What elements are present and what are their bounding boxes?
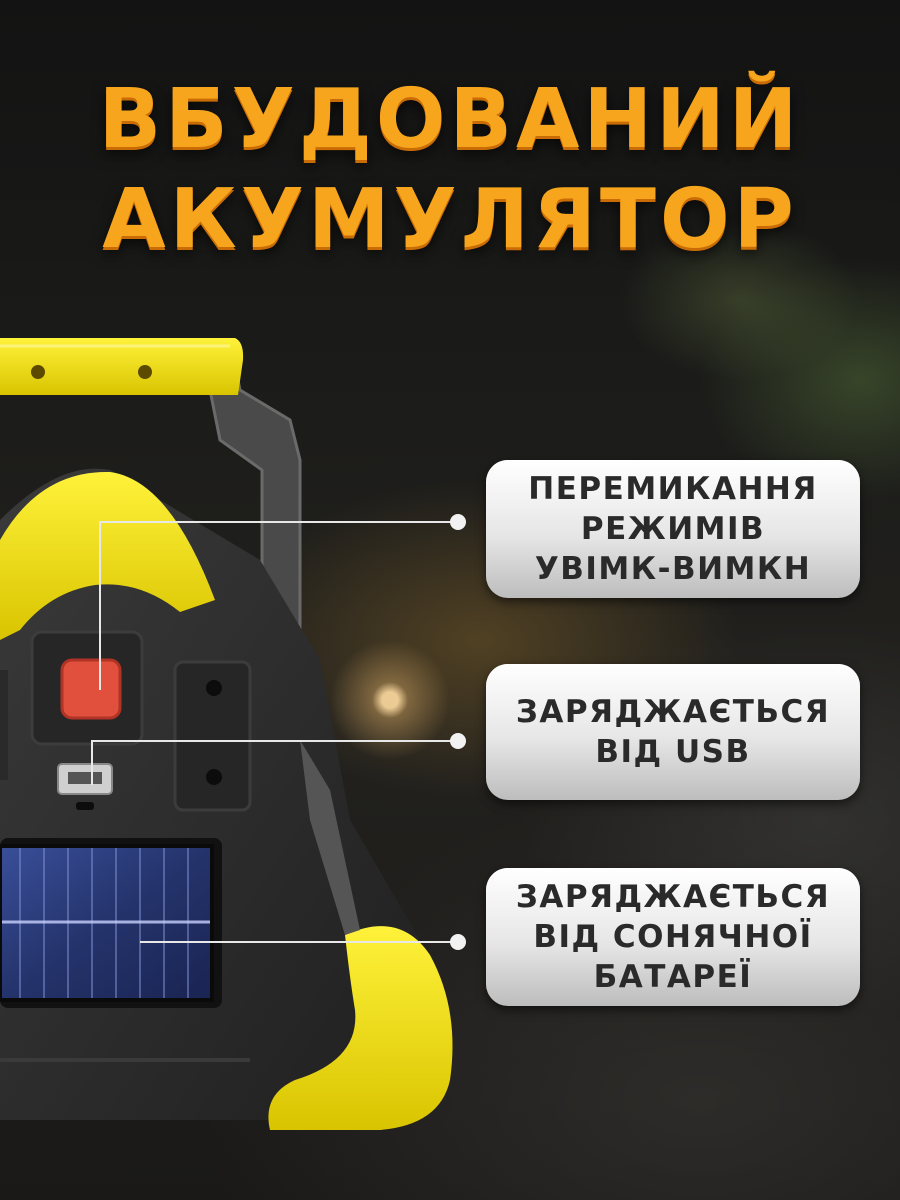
callout-line: ВІД USB [595,734,751,770]
indicator-hole-icon [206,680,222,696]
connector-power [99,521,456,690]
headline-line-1: ВБУДОВАНИЙ [98,72,802,167]
callout-mode-switch: ПЕРЕМИКАННЯ РЕЖИМІВ УВІМК-ВИМКН [486,460,860,598]
callout-line: ПЕРЕМИКАННЯ [528,471,818,507]
connector-dot-icon [450,733,466,749]
power-button[interactable] [60,658,122,720]
control-panel [0,630,252,812]
micro-usb-port-icon [76,802,94,810]
callout-line: БАТАРЕЇ [593,959,753,995]
connector-dot-icon [450,514,466,530]
handle-screw-icon [138,365,152,379]
callout-line: ЗАРЯДЖАЄТЬСЯ [515,879,831,915]
callout-line: ЗАРЯДЖАЄТЬСЯ [515,694,831,730]
callout-line: ВІД СОНЯЧНОЇ [533,919,813,955]
callout-connectors [91,521,456,943]
connector-dot-icon [450,934,466,950]
handle-screw-icon [31,365,45,379]
headline: ВБУДОВАНИЙ АКУМУЛЯТОР [0,70,900,270]
callout-line: РЕЖИМІВ [580,511,766,547]
callout-solar-charging: ЗАРЯДЖАЄТЬСЯ ВІД СОНЯЧНОЇ БАТАРЕЇ [486,868,860,1006]
headline-line-2: АКУМУЛЯТОР [102,172,798,267]
callout-usb-charging: ЗАРЯДЖАЄТЬСЯ ВІД USB [486,664,860,800]
indicator-hole-icon [206,769,222,785]
callout-line: УВІМК-ВИМКН [534,551,812,587]
solar-panel [0,838,222,1008]
connector-usb [91,740,456,785]
